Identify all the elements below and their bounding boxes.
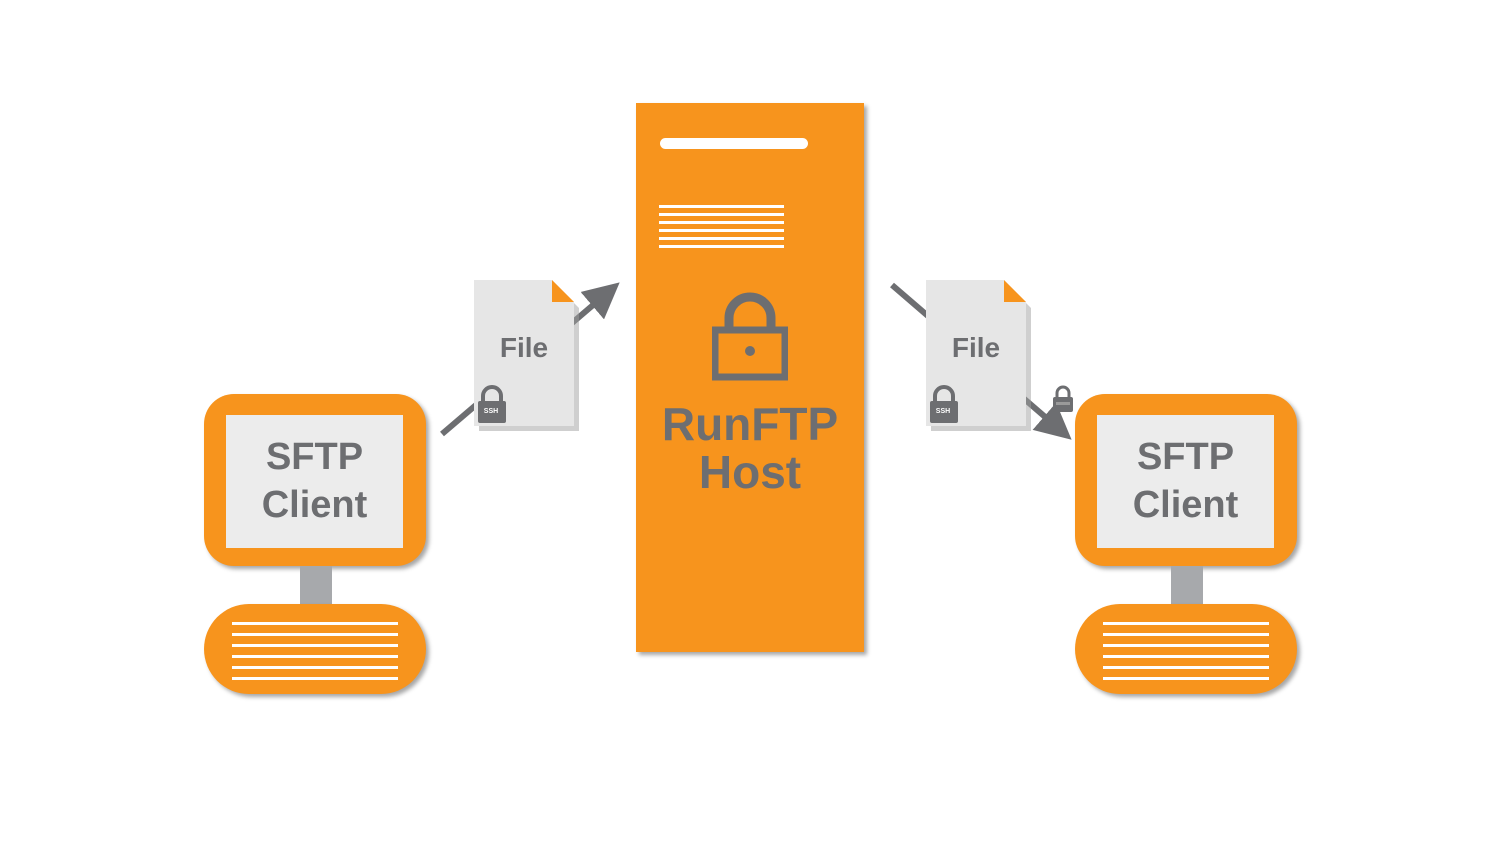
sftp-client-left: SFTP Client [204,394,434,704]
client-label-line1: SFTP [265,436,364,478]
server-slot [660,138,808,149]
monitor-screen: SFTP Client [226,415,403,548]
file-document-left: File SSH [474,280,584,432]
host-title-line1: RunFTP [661,398,839,450]
ssh-badge: SSH [483,408,499,415]
file-label: File [499,332,549,363]
keyboard-line [232,655,398,658]
keyboard-line [232,677,398,680]
keyboard-line [1103,644,1269,647]
small-lock-icon [1053,385,1073,412]
keyboard-line [232,633,398,636]
ssh-badge: SSH [935,408,951,415]
server-vent [659,237,784,240]
keyboard-line [1103,622,1269,625]
server-vent [659,229,784,232]
monitor-stand [300,566,332,604]
client-label-line1: SFTP [1136,436,1235,478]
file-label: File [951,332,1001,363]
padlock-icon [712,292,788,381]
file-document-right: File SSH [926,280,1036,432]
keyboard-base [1075,604,1297,694]
client-label-line2: Client [261,484,368,526]
client-label-line2: Client [1132,484,1239,526]
server-vent [659,245,784,248]
keyboard-base [204,604,426,694]
ssh-lock-icon [478,385,506,423]
host-title-line2: Host [698,446,802,498]
keyboard-line [1103,655,1269,658]
keyboard-line [232,666,398,669]
ssh-lock-icon [930,385,958,423]
monitor-screen: SFTP Client [1097,415,1274,548]
keyboard-line [232,622,398,625]
server-vent [659,205,784,208]
server-vent [659,221,784,224]
keyboard-line [1103,633,1269,636]
keyboard-line [1103,666,1269,669]
monitor: SFTP Client [204,394,426,566]
server-vent [659,213,784,216]
sftp-client-right: SFTP Client [1075,394,1305,704]
keyboard-line [1103,677,1269,680]
runftp-host-server: RunFTP Host [636,103,864,652]
monitor-stand [1171,566,1203,604]
keyboard-line [232,644,398,647]
monitor: SFTP Client [1075,394,1297,566]
